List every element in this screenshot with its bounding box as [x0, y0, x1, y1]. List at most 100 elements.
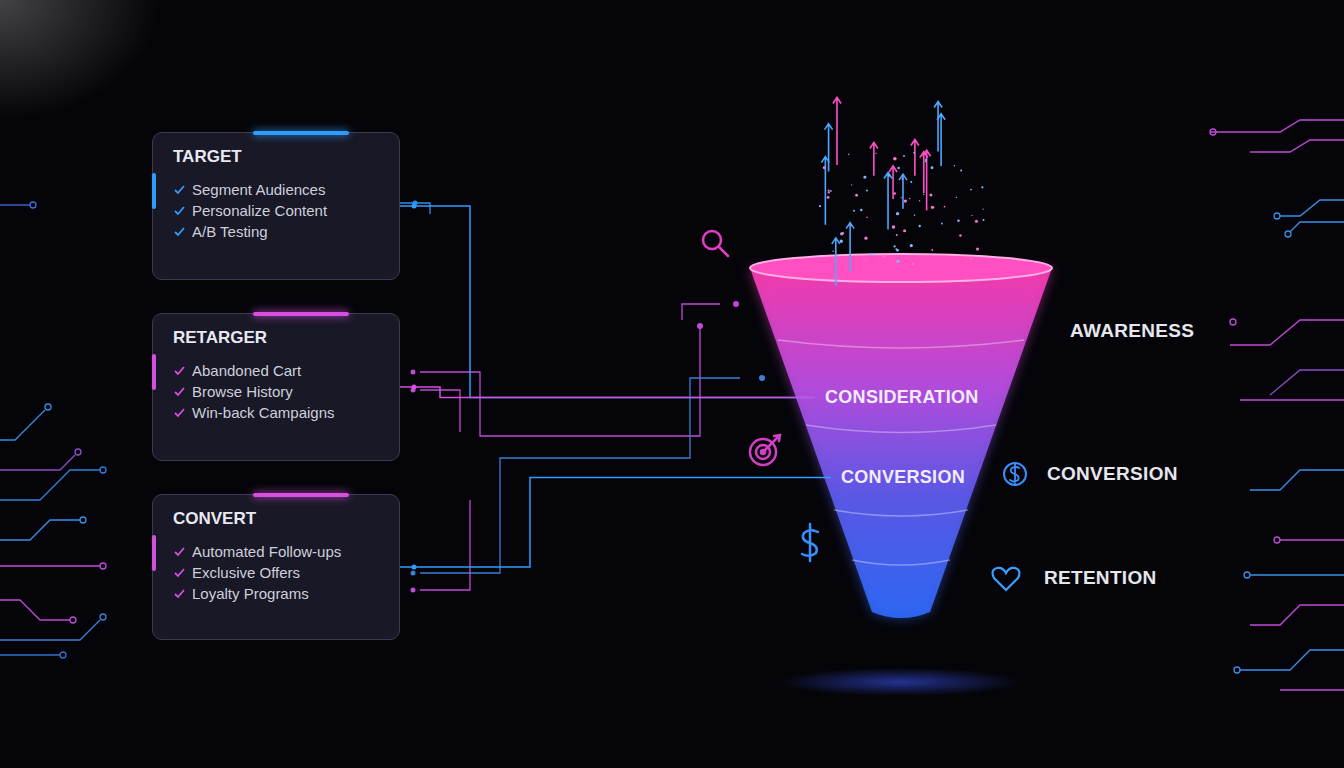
particle — [959, 234, 961, 236]
particle — [975, 220, 978, 223]
spark-arrow — [923, 150, 931, 210]
particle — [914, 214, 916, 216]
check-mark — [173, 225, 186, 238]
checklist-row: Win-back Campaigns — [173, 402, 381, 423]
checklist-item: Browse History — [192, 381, 293, 402]
particle — [901, 197, 902, 198]
particle — [944, 206, 946, 208]
checklist-item: Segment Audiences — [192, 179, 325, 200]
particle — [913, 152, 915, 154]
checklist-row: Abandoned Cart — [173, 360, 381, 381]
particle — [923, 193, 924, 194]
check-mark — [173, 545, 186, 558]
particle — [981, 186, 983, 188]
particle — [823, 166, 826, 169]
checklist-item: Exclusive Offers — [192, 562, 300, 583]
check-mark — [173, 183, 186, 196]
accent-bar — [152, 354, 156, 390]
spark-arrow — [884, 173, 892, 230]
checklist-item: Abandoned Cart — [192, 360, 301, 381]
accent-bar — [253, 493, 349, 497]
particle — [893, 157, 897, 161]
checklist-row: Personalize Content — [173, 200, 381, 221]
particle — [929, 194, 932, 197]
particle — [863, 176, 866, 179]
particle — [866, 190, 868, 192]
funnel-stage: CONVERSION — [831, 461, 975, 494]
particle — [941, 223, 943, 225]
particle — [851, 184, 852, 185]
checklist-row: Loyalty Programs — [173, 583, 381, 604]
accent-bar — [152, 173, 156, 209]
checklist-row: Segment Audiences — [173, 179, 381, 200]
particle — [903, 229, 906, 232]
particle — [896, 249, 899, 252]
stage-name: CONVERSION — [1047, 463, 1178, 485]
particle — [957, 219, 960, 222]
spark-arrow — [832, 238, 840, 286]
particle — [960, 170, 962, 172]
particle — [897, 167, 899, 169]
particle — [830, 190, 832, 192]
check-mark — [173, 406, 186, 419]
spark-arrow — [825, 124, 833, 172]
check-mark — [173, 587, 186, 600]
particle — [903, 155, 905, 157]
spark-arrow — [911, 140, 919, 176]
particle — [855, 194, 858, 197]
particle — [893, 192, 896, 195]
checklist-item: Personalize Content — [192, 200, 327, 221]
stage-name: AWARENESS — [1070, 320, 1194, 342]
spark-arrow — [870, 143, 878, 176]
particle — [841, 232, 844, 235]
panel-heading: CONVERT — [173, 509, 381, 529]
accent-bar — [253, 131, 349, 135]
checklist-row: Browse History — [173, 381, 381, 402]
check-mark — [173, 385, 186, 398]
particle — [840, 240, 843, 243]
checklist-item: Loyalty Programs — [192, 583, 309, 604]
particle — [909, 198, 910, 199]
particle — [860, 209, 863, 212]
particle — [840, 232, 843, 235]
particle — [931, 249, 933, 251]
accent-bar — [152, 535, 156, 571]
stage-label: CONVERSION — [841, 467, 965, 488]
particle — [896, 234, 898, 236]
particle — [853, 210, 855, 212]
circuit-connector — [400, 204, 815, 398]
particle — [976, 247, 979, 250]
accent-bar — [253, 312, 349, 316]
check-mark — [173, 204, 186, 217]
particle — [866, 217, 868, 219]
panel-heading: RETARGER — [173, 328, 381, 348]
particle — [895, 248, 897, 250]
particle — [954, 165, 956, 167]
circuit-connector — [400, 385, 815, 398]
particle — [876, 152, 877, 153]
particle — [901, 178, 903, 180]
spark-arrow — [833, 98, 841, 166]
spark-arrow — [846, 223, 854, 272]
panel-heading: TARGET — [173, 147, 381, 167]
particle — [819, 205, 821, 207]
particle — [848, 154, 849, 155]
check-mark — [173, 566, 186, 579]
particle — [970, 258, 972, 260]
strategy-panel: CONVERT Automated Follow-upsExclusive Off… — [152, 494, 400, 640]
stage-label: CONSIDERATION — [825, 387, 979, 408]
particle — [982, 209, 983, 210]
particle — [865, 259, 866, 260]
particle — [850, 225, 852, 227]
circuit-connector — [400, 478, 831, 570]
particle — [896, 212, 899, 215]
particle — [904, 199, 907, 202]
spark-arrow — [899, 174, 907, 209]
particle — [911, 262, 914, 265]
spark-arrow — [937, 114, 945, 166]
particle — [925, 161, 926, 162]
particle — [827, 196, 830, 199]
checklist-item: Automated Follow-ups — [192, 541, 341, 562]
funnel — [750, 254, 1052, 618]
